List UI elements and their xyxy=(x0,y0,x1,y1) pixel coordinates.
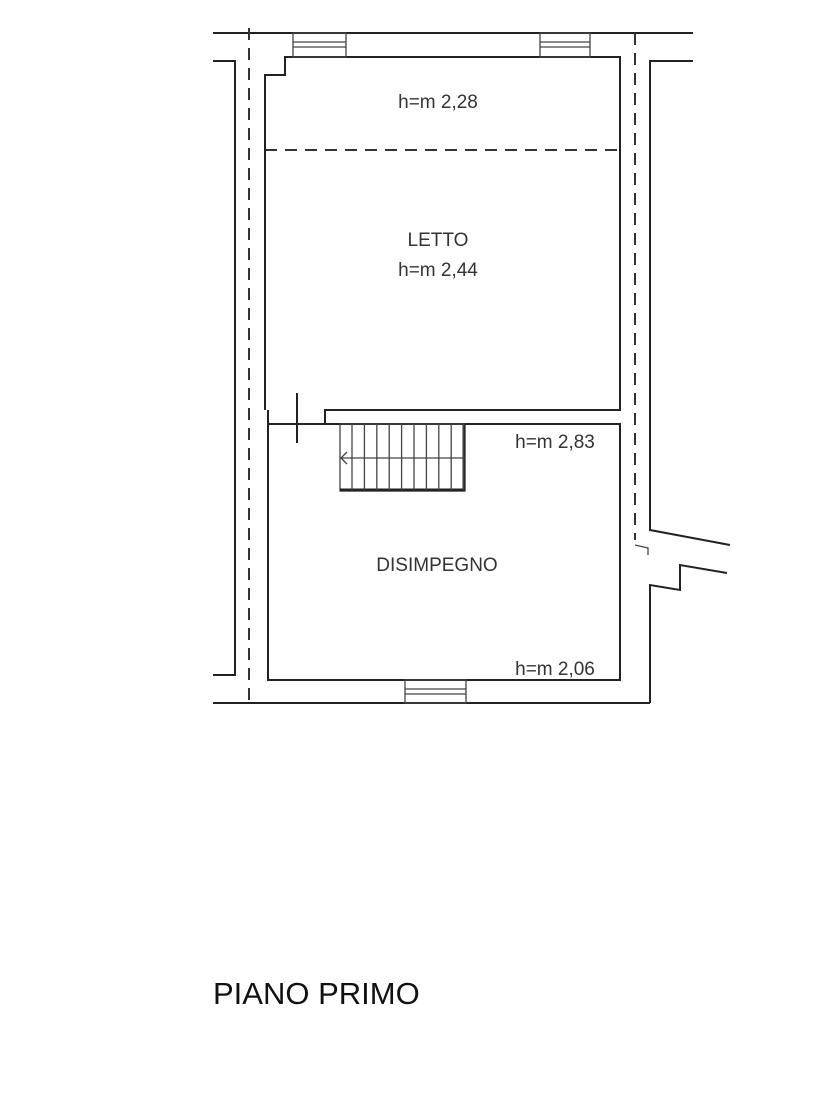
walls xyxy=(213,32,731,704)
window-bottom xyxy=(404,679,467,704)
floor-title: PIANO PRIMO xyxy=(213,976,420,1011)
staircase xyxy=(339,423,466,492)
window-top-left xyxy=(292,32,347,58)
letto-height-top: h=m 2,28 xyxy=(398,92,478,113)
dashed-lines xyxy=(248,28,636,703)
room-letto-outline xyxy=(264,56,621,424)
letto-label: LETTO xyxy=(408,230,469,251)
disimpegno-height-bottom: h=m 2,06 xyxy=(515,659,595,680)
window-top-right xyxy=(539,32,591,58)
disimpegno-height-top: h=m 2,83 xyxy=(515,432,595,453)
letto-height-main: h=m 2,44 xyxy=(398,260,478,281)
room-disimpegno-outline xyxy=(267,410,621,681)
stair-arrow-icon xyxy=(340,451,348,465)
disimpegno-label: DISIMPEGNO xyxy=(376,555,497,576)
